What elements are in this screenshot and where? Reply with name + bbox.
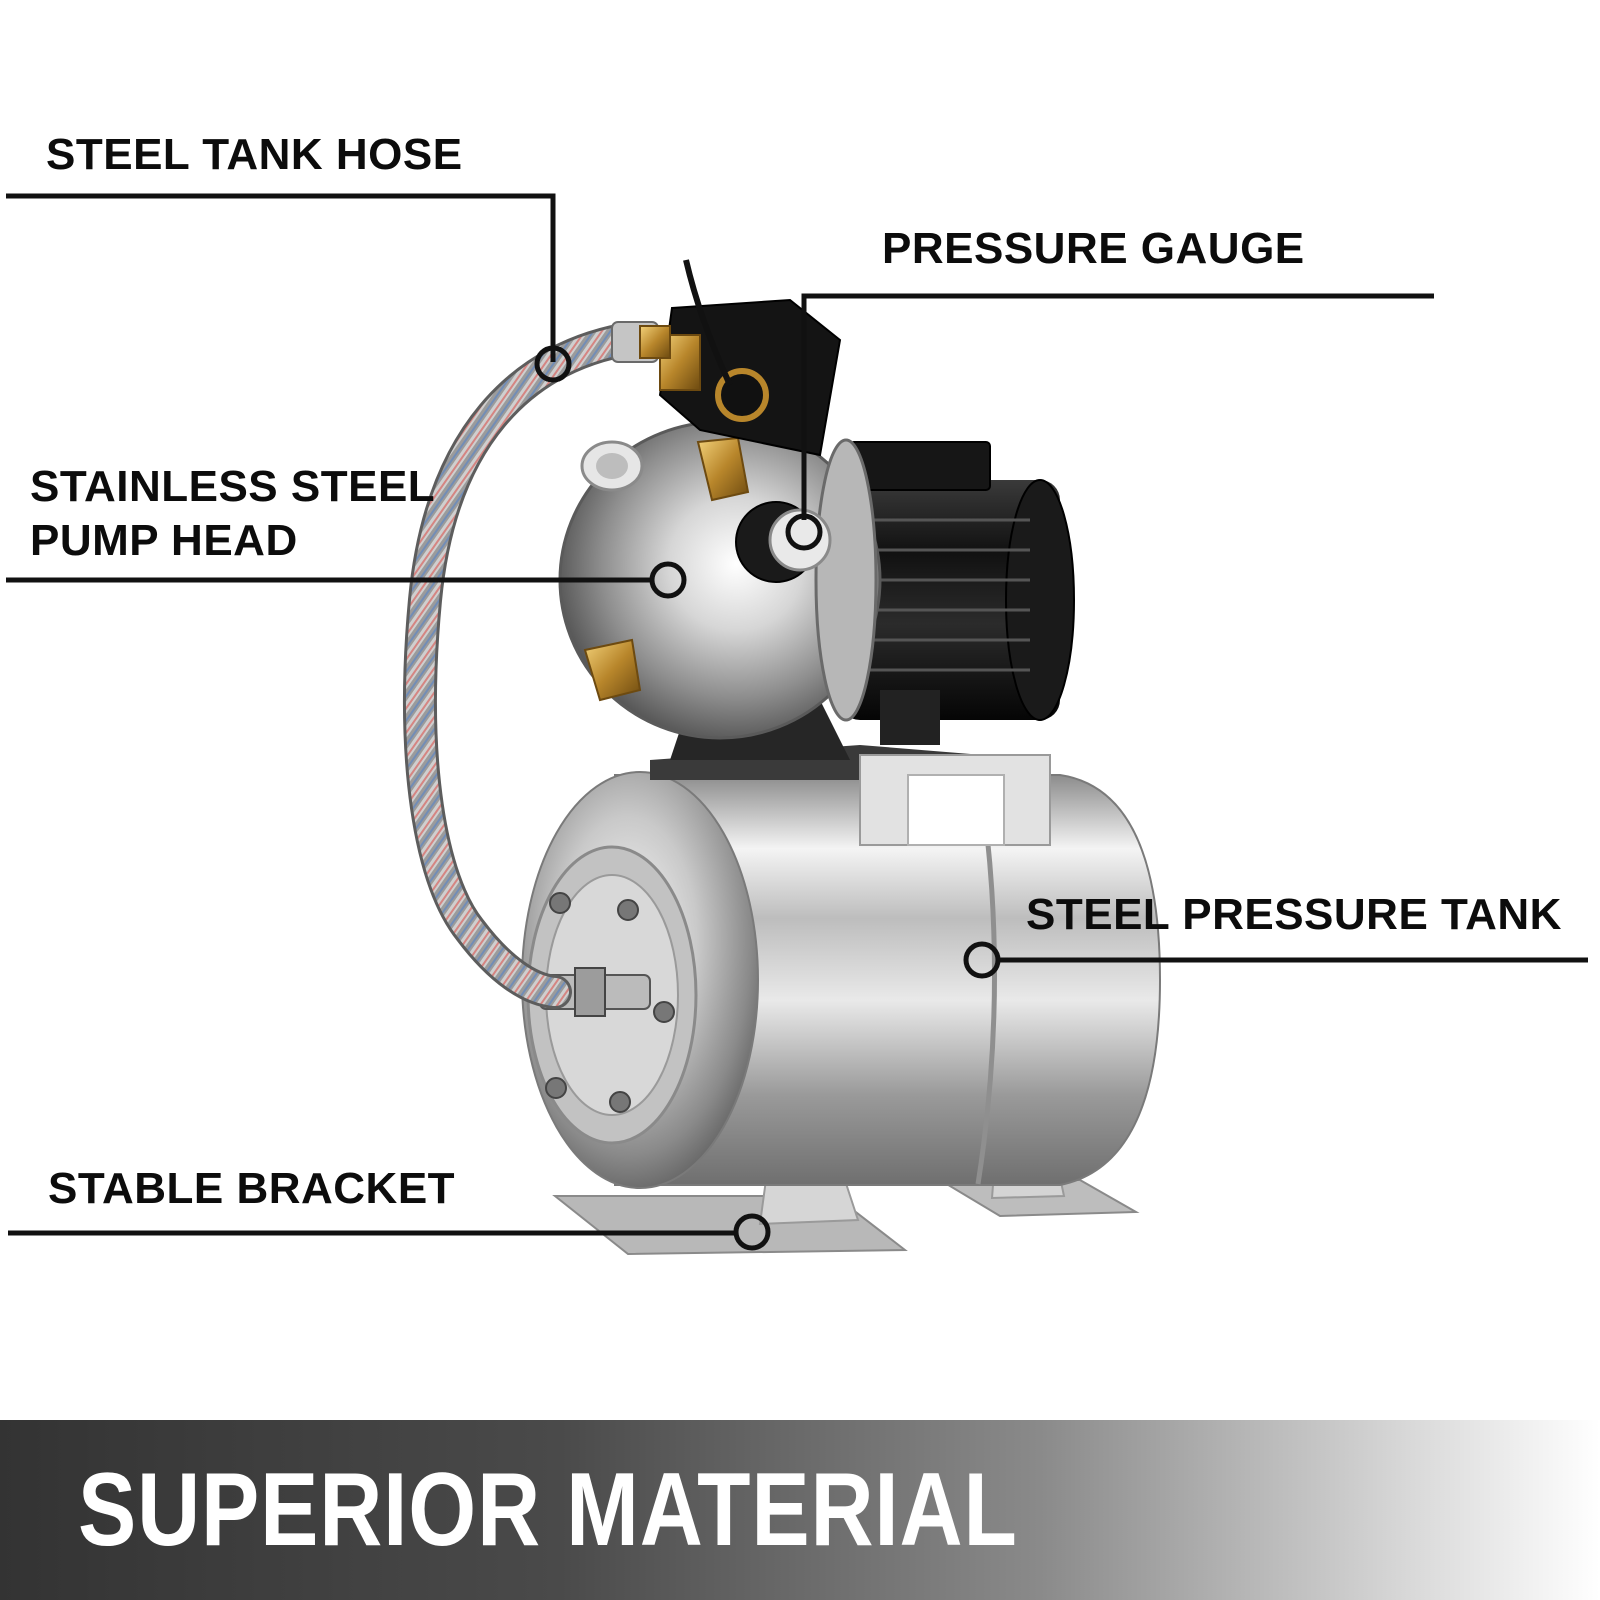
tank-flange-bolts <box>545 892 675 1113</box>
marker-pressure-gauge <box>785 513 823 551</box>
label-steel-tank-hose: STEEL TANK HOSE <box>46 130 463 179</box>
leader-pressure-gauge <box>801 293 1434 520</box>
label-pump-head: STAINLESS STEEL PUMP HEAD <box>30 460 435 568</box>
bottom-banner: SUPERIOR MATERIAL <box>0 1420 1600 1600</box>
pressure-tank <box>521 771 1162 1189</box>
pump-housing <box>558 420 882 760</box>
pressure-switch <box>658 259 842 457</box>
marker-stable-bracket <box>733 1213 771 1251</box>
label-pump-head-line2: PUMP HEAD <box>30 516 298 565</box>
label-pressure-gauge: PRESSURE GAUGE <box>882 224 1305 273</box>
label-pressure-tank: STEEL PRESSURE TANK <box>1026 890 1562 939</box>
marker-pump-head <box>649 561 687 599</box>
banner-title: SUPERIOR MATERIAL <box>78 1452 1018 1568</box>
leader-steel-tank-hose <box>6 193 556 362</box>
label-pump-head-line1: STAINLESS STEEL <box>30 462 436 511</box>
marker-pressure-tank <box>963 941 1001 979</box>
callout-markers <box>534 345 1001 1251</box>
leader-lines <box>6 193 1588 1236</box>
steel-tank-hose <box>403 321 671 1009</box>
pressure-gauge <box>735 501 832 583</box>
electric-motor <box>840 441 1075 745</box>
label-stable-bracket: STABLE BRACKET <box>48 1164 456 1213</box>
marker-steel-tank-hose <box>534 345 572 383</box>
